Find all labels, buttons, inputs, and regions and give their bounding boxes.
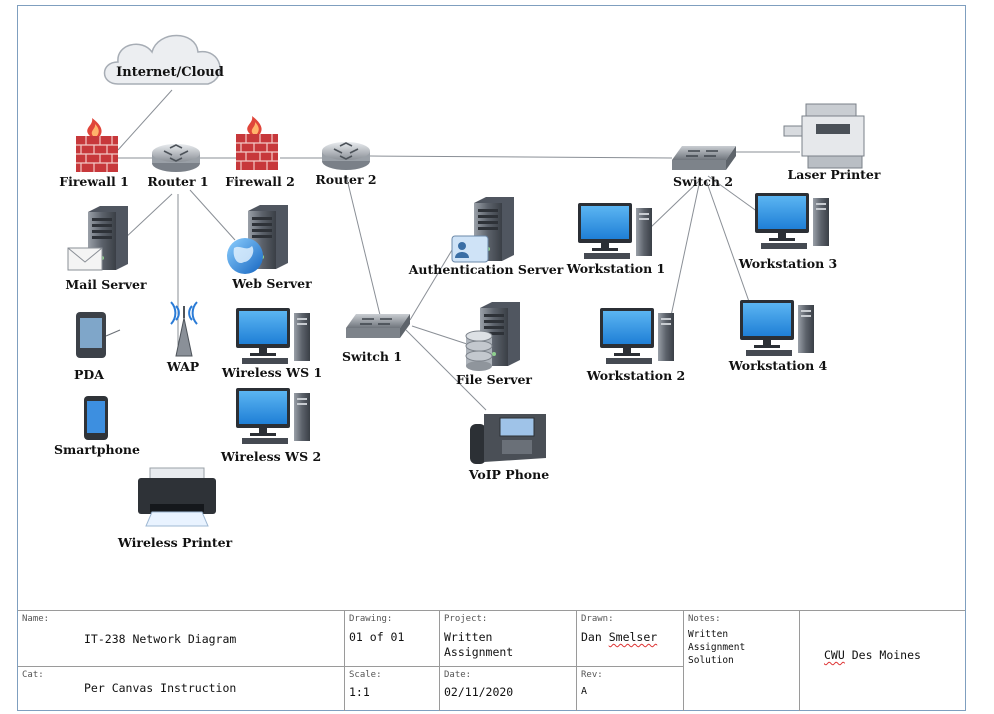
workstation-3-icon xyxy=(755,193,829,249)
cat-cell: Cat: Per Canvas Instruction xyxy=(18,667,345,711)
scale-caption: Scale: xyxy=(349,670,382,680)
name-cell: Name: IT-238 Network Diagram xyxy=(18,611,345,666)
wap-antenna-icon xyxy=(170,301,198,357)
workstation-2-icon xyxy=(600,308,674,364)
router-2-label: Router 2 xyxy=(315,172,376,187)
link-switch1-voip xyxy=(405,329,487,411)
project-value: Written Assignment xyxy=(444,630,514,659)
workstation-2-label: Workstation 2 xyxy=(586,368,686,383)
date-caption: Date: xyxy=(444,670,472,680)
notes-caption: Notes: xyxy=(688,614,721,624)
link-switch2-ws3 xyxy=(707,175,759,213)
voip-phone-label: VoIP Phone xyxy=(468,467,549,482)
pda-icon xyxy=(76,312,121,358)
firewall-2-icon xyxy=(235,115,279,171)
drawn-first-name: Dan xyxy=(581,630,602,644)
link-firewall1-cloud xyxy=(117,89,173,151)
scale-value: 1:1 xyxy=(349,685,370,699)
firewall-1-label: Firewall 1 xyxy=(59,174,129,189)
wireless-ws1-label: Wireless WS 1 xyxy=(221,365,322,380)
wireless-printer-label: Wireless Printer xyxy=(117,535,233,550)
voip-phone-icon xyxy=(470,414,546,464)
scale-cell: Scale: 1:1 xyxy=(345,667,440,711)
auth-server-label: Authentication Server xyxy=(408,262,564,277)
smartphone-label: Smartphone xyxy=(54,442,140,457)
project-caption: Project: xyxy=(444,614,488,624)
cat-caption: Cat: xyxy=(22,670,44,680)
drawn-cell: Drawn: Dan Smelser xyxy=(577,611,684,666)
user-badge-icon xyxy=(451,235,489,263)
smartphone-icon xyxy=(84,396,108,440)
rev-caption: Rev: xyxy=(581,670,603,680)
link-switch2-ws1 xyxy=(649,179,701,229)
date-value: 02/11/2020 xyxy=(444,685,514,699)
drawn-last-name: Smelser xyxy=(608,630,658,644)
organization-cell: CWU Des Moines xyxy=(800,611,965,711)
workstation-1-label: Workstation 1 xyxy=(566,261,666,276)
drawing-caption: Drawing: xyxy=(349,614,393,624)
pda-label: PDA xyxy=(74,367,104,382)
wireless-ws2-label: Wireless WS 2 xyxy=(220,449,321,464)
drawing-value: 01 of 01 xyxy=(349,630,405,644)
notes-value: Written Assignment Solution xyxy=(688,629,746,666)
firewall-2-label: Firewall 2 xyxy=(225,174,295,189)
link-switch2-ws2 xyxy=(667,179,701,331)
switch-2-label: Switch 2 xyxy=(673,174,733,189)
globe-icon xyxy=(227,238,263,274)
rev-cell: Rev: A xyxy=(577,667,684,711)
name-caption: Name: xyxy=(22,614,50,624)
link-switch2-ws4 xyxy=(705,179,753,311)
mail-server-label: Mail Server xyxy=(65,277,147,292)
organization-first: CWU xyxy=(824,648,845,662)
organization-rest: Des Moines xyxy=(851,648,921,662)
cat-value: Per Canvas Instruction xyxy=(84,681,237,695)
cloud-label: Internet/Cloud xyxy=(116,65,224,80)
web-server-label: Web Server xyxy=(231,276,312,291)
link-router1-mail-server xyxy=(124,193,173,239)
notes-cell: Notes: Written Assignment Solution xyxy=(684,611,800,711)
switch-1-label: Switch 1 xyxy=(342,349,402,364)
file-server-label: File Server xyxy=(456,372,532,387)
drawn-caption: Drawn: xyxy=(581,614,614,624)
workstation-3-label: Workstation 3 xyxy=(738,256,838,271)
drawn-value: Dan Smelser xyxy=(581,630,657,645)
drawing-cell: Drawing: 01 of 01 xyxy=(345,611,440,666)
rev-value: A xyxy=(581,686,588,697)
router-1-label: Router 1 xyxy=(147,174,208,189)
cloud-icon xyxy=(103,34,221,85)
date-cell: Date: 02/11/2020 xyxy=(440,667,577,711)
switch-2-icon xyxy=(671,145,737,171)
switch-1-icon xyxy=(345,313,411,339)
laser-printer-label: Laser Printer xyxy=(788,167,881,182)
router-2-icon xyxy=(321,141,371,171)
wireless-ws2-icon xyxy=(236,388,310,444)
link-router1-web-server xyxy=(189,189,236,241)
name-value: IT-238 Network Diagram xyxy=(84,632,237,646)
firewall-1-icon xyxy=(75,117,119,173)
wireless-printer-icon xyxy=(138,467,216,527)
workstation-1-icon xyxy=(578,203,652,259)
title-block: Name: IT-238 Network Diagram Cat: Per Ca… xyxy=(18,610,965,711)
organization-value: CWU Des Moines xyxy=(824,648,921,663)
workstation-4-icon xyxy=(740,300,814,356)
wap-label: WAP xyxy=(166,359,200,374)
link-switch1-auth-server xyxy=(409,244,456,321)
envelope-icon xyxy=(67,247,103,271)
link-switch1-file-server xyxy=(411,325,471,346)
laser-printer-icon xyxy=(783,103,865,169)
project-cell: Project: Written Assignment xyxy=(440,611,577,666)
database-icon xyxy=(465,330,493,371)
network-diagram: Internet/Cloud Firewall 1 Router 1 Firew… xyxy=(54,34,881,550)
wireless-ws1-icon xyxy=(236,308,310,364)
link-router2-switch1 xyxy=(345,174,381,316)
link-router2-switch2 xyxy=(369,155,673,159)
router-1-icon xyxy=(151,143,201,173)
workstation-4-label: Workstation 4 xyxy=(728,358,828,373)
title-block-divider xyxy=(18,666,684,667)
